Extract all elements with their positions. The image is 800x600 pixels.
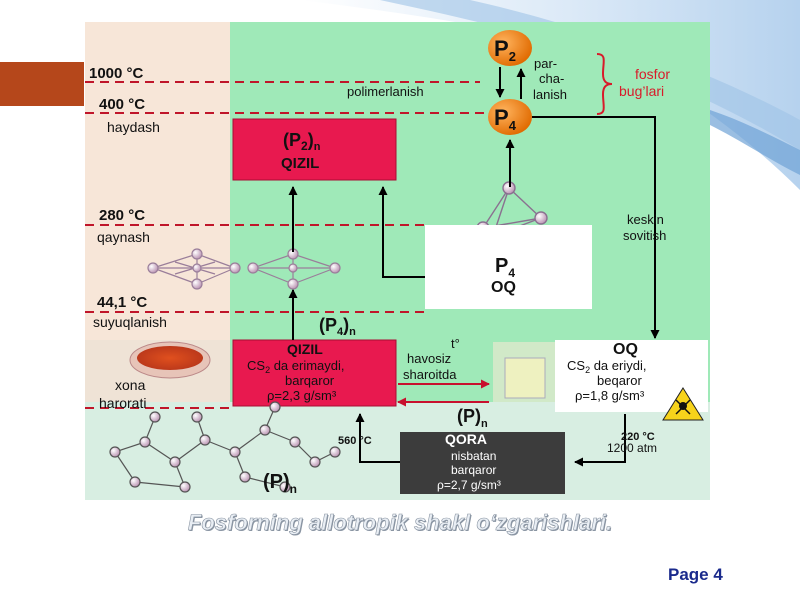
white-p4-title: P4 — [495, 255, 515, 280]
black-line3: ρ=2,7 g/sm³ — [437, 478, 501, 492]
phosphorus-allotropes-diagram: 1000 °C 400 °C haydash 280 °C qaynash 44… — [85, 22, 710, 500]
temp-44: 44,1 °C — [97, 294, 147, 311]
label-airless-t: t° — [451, 336, 460, 351]
label-pn-bottom: (P)n — [263, 471, 297, 496]
label-airless-1: havosiz — [407, 351, 451, 366]
red-polymer-title: (P2)n — [283, 130, 321, 153]
label-1200atm: 1200 atm — [607, 441, 657, 455]
label-haydash: haydash — [107, 119, 160, 135]
p2-sphere: P2 — [488, 30, 532, 66]
white-phosphorus-beaker — [493, 342, 555, 402]
p4-molecule-left — [147, 248, 241, 290]
arrow-black-to-red — [355, 413, 400, 463]
temp-400: 400 °C — [99, 96, 145, 113]
red-polymer-box — [232, 118, 397, 181]
label-qaynash: qaynash — [97, 229, 150, 245]
black-line2: barqaror — [451, 463, 496, 477]
red-line2: barqaror — [285, 373, 335, 388]
slide-caption: Fosforning allotropik shakl o‘zgarishlar… — [187, 510, 613, 536]
label-560: 560 °C — [338, 435, 372, 447]
temperature-lines — [85, 81, 485, 409]
arrow-cooling — [532, 116, 660, 339]
black-phosphorus-box — [400, 432, 565, 494]
white-p4-box — [425, 225, 592, 309]
label-suyuqlanish: suyuqlanish — [93, 314, 167, 330]
red-phosphorus-box — [232, 339, 397, 407]
label-polymerization: polimerlanish — [347, 84, 424, 99]
vapors-brace — [596, 53, 613, 115]
white-line3: ρ=1,8 g/sm³ — [575, 388, 645, 403]
red-polymer-name: QIZIL — [281, 155, 319, 172]
label-airless-2: sharoitda — [403, 367, 457, 382]
label-cooling-2: sovitish — [623, 228, 666, 243]
label-cooling-1: keskin — [627, 212, 664, 227]
svg-text:P2: P2 — [494, 36, 516, 64]
arrow-p4-to-polymer — [378, 186, 425, 278]
label-decomposition-1: par- — [534, 56, 557, 71]
label-vapors-1: fosfor — [635, 66, 670, 82]
white-title: OQ — [613, 341, 638, 358]
white-p4-name: OQ — [491, 279, 516, 296]
label-pn-mid: (P)n — [457, 406, 488, 430]
label-decomposition-3: lanish — [533, 87, 567, 102]
temp-1000: 1000 °C — [89, 65, 144, 82]
black-title: QORA — [445, 431, 487, 447]
label-p4n: (P4)n — [319, 315, 356, 338]
red-line1: CS2 da erimaydi, — [247, 358, 345, 375]
red-phosphorus-dish — [129, 341, 211, 379]
red-line3: ρ=2,3 g/sm³ — [267, 388, 337, 403]
temp-280: 280 °C — [99, 207, 145, 224]
label-harorati: harorati — [99, 395, 146, 411]
black-line1: nisbatan — [451, 449, 496, 463]
svg-text:P4: P4 — [494, 105, 517, 133]
page-number: Page 4 — [668, 565, 723, 584]
p4-sphere: P4 — [488, 99, 532, 135]
polymer-lattice — [109, 401, 341, 493]
red-title: QIZIL — [287, 341, 323, 357]
arrow-white-to-black — [574, 414, 626, 467]
accent-bar — [0, 62, 84, 106]
label-vapors-2: bug’lari — [619, 83, 664, 99]
white-line2: beqaror — [597, 373, 642, 388]
white-line1: CS2 da eriydi, — [567, 358, 646, 375]
label-xona: xona — [115, 377, 146, 393]
toxic-warning-icon — [662, 387, 704, 421]
label-decomposition-2: cha- — [539, 71, 564, 86]
label-220: 220 °C — [621, 431, 655, 443]
